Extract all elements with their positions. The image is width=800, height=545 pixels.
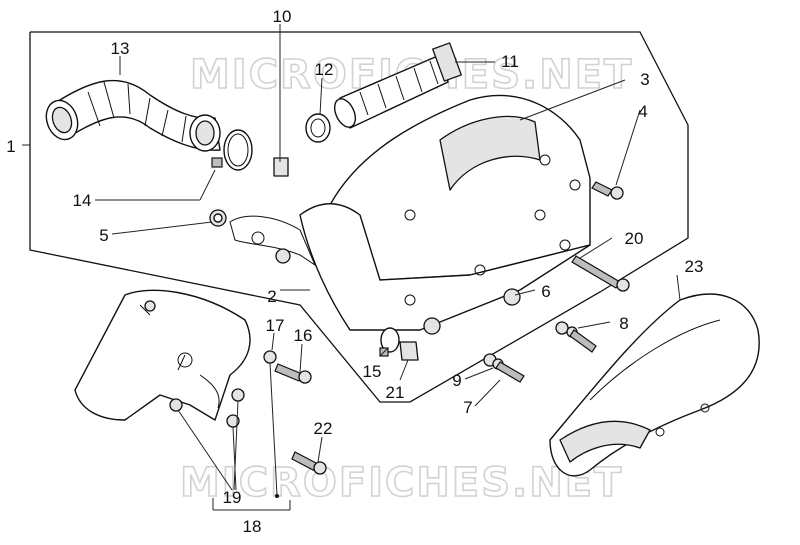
intake-hose-part xyxy=(45,79,221,152)
side-cover-part xyxy=(549,293,760,477)
bolt-part-22 xyxy=(291,451,327,475)
callout-2: 2 xyxy=(267,287,276,306)
callout-20: 20 xyxy=(625,229,644,248)
bolt-part-16 xyxy=(274,363,312,384)
washer-part-17 xyxy=(263,350,277,364)
airbox-base-part xyxy=(229,203,591,331)
hose-clip-part xyxy=(379,327,400,357)
screw-part-4 xyxy=(591,181,624,200)
airbox-cover-part xyxy=(329,94,591,281)
callout-1: 1 xyxy=(6,137,15,156)
callout-11: 11 xyxy=(501,52,519,71)
callout-23: 23 xyxy=(685,257,704,276)
callout-12: 12 xyxy=(315,60,334,79)
callout-4: 4 xyxy=(638,102,647,121)
grommet-part-5 xyxy=(209,209,227,227)
leader-lines xyxy=(22,24,681,511)
snorkel-part xyxy=(333,42,462,129)
callout-18: 18 xyxy=(243,517,262,536)
callout-17: 17 xyxy=(266,316,285,335)
bolt-part-8 xyxy=(555,321,597,353)
grommet-part-5b xyxy=(275,248,291,264)
hose-clamp-part xyxy=(211,129,253,171)
callout-22: 22 xyxy=(314,419,333,438)
callout-3: 3 xyxy=(640,70,649,89)
drain-plug-part xyxy=(399,341,419,361)
callout-6: 6 xyxy=(541,282,550,301)
clip-part xyxy=(273,157,289,177)
callout-13: 13 xyxy=(111,39,130,58)
group-frame xyxy=(29,31,689,403)
small-clamp-part xyxy=(305,113,331,143)
callout-15: 15 xyxy=(363,362,382,381)
grommet-part-6b xyxy=(423,317,441,335)
callout-14: 14 xyxy=(73,191,92,210)
callout-19: 19 xyxy=(223,488,242,507)
callout-labels: 1 2 3 4 5 6 7 8 9 10 11 12 13 14 15 16 1… xyxy=(6,7,703,536)
watermark-bottom: MICROFICHES.NET xyxy=(180,460,623,506)
washer-part-19b xyxy=(231,388,245,402)
leader-dot xyxy=(275,494,279,498)
callout-8: 8 xyxy=(619,314,628,333)
bolt-part-7 xyxy=(483,353,525,383)
callout-7: 7 xyxy=(463,398,472,417)
callout-21: 21 xyxy=(386,383,405,402)
mounting-bracket-part xyxy=(74,289,251,421)
washer-part-19a xyxy=(169,398,183,412)
grommet-part-6a xyxy=(503,288,521,306)
callout-10: 10 xyxy=(273,7,292,26)
long-screw-part-20 xyxy=(571,255,630,292)
callout-9: 9 xyxy=(452,371,461,390)
callout-16: 16 xyxy=(294,326,313,345)
callout-5: 5 xyxy=(99,226,108,245)
